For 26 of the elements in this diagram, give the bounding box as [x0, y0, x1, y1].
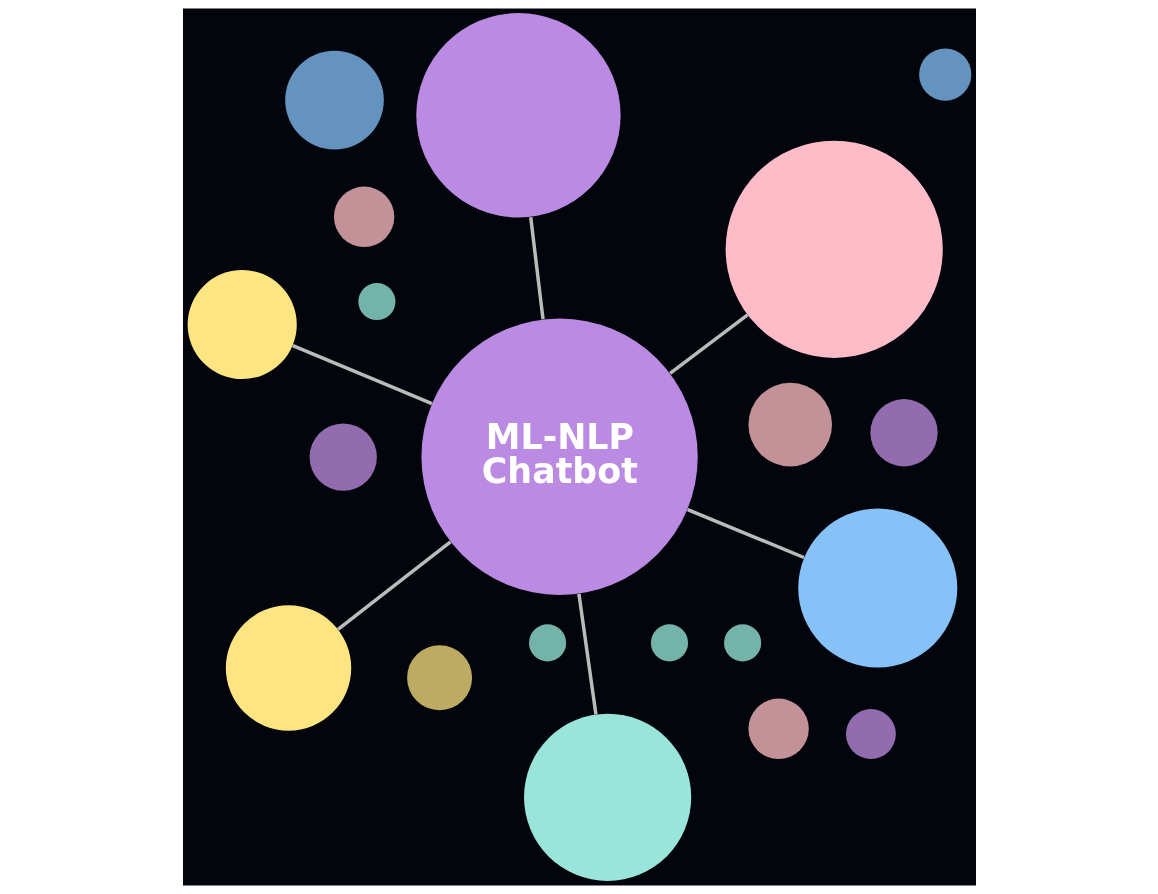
node-circle [333, 186, 394, 247]
node-circle [406, 645, 472, 711]
node-circle [869, 399, 938, 467]
node-circle [357, 282, 395, 321]
node-circle [747, 698, 809, 759]
node-circle [918, 48, 971, 101]
node-circle [747, 382, 832, 467]
node-circle: ML-NLP Chatbot [420, 318, 698, 595]
connector [336, 540, 452, 631]
connector [528, 217, 545, 320]
node-circle [523, 713, 691, 881]
node-circle [187, 269, 297, 380]
node-circle [723, 624, 761, 662]
node-circle [528, 624, 566, 662]
node-circle [415, 13, 621, 218]
connector [291, 344, 433, 406]
node-circle [225, 605, 351, 731]
connector [576, 593, 598, 715]
node-circle [845, 709, 896, 759]
node-circle [309, 423, 377, 491]
node-circle [797, 508, 957, 668]
connector [686, 507, 805, 560]
connector [668, 313, 749, 375]
node-circle [650, 624, 688, 662]
node-circle [284, 50, 384, 150]
node-circle [725, 140, 943, 358]
